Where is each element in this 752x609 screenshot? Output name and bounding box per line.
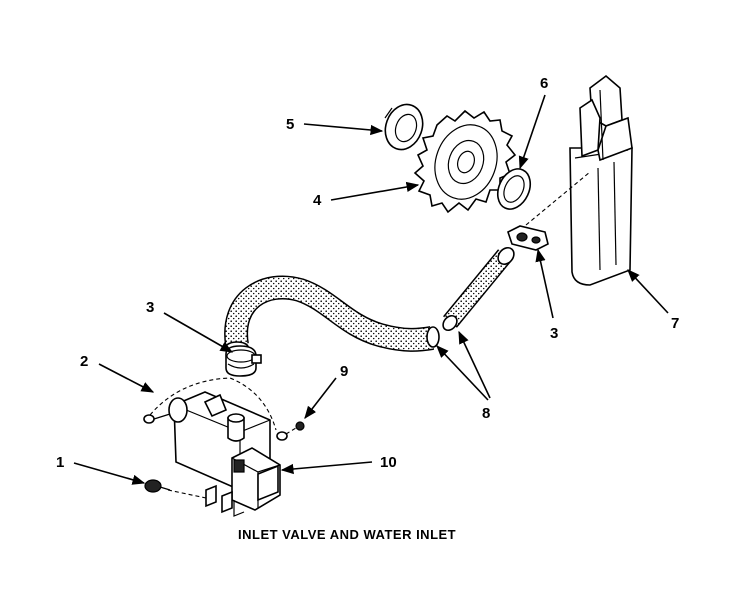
leader-7 xyxy=(627,269,669,314)
callout-3-upper: 3 xyxy=(550,325,558,342)
callout-10: 10 xyxy=(380,454,397,471)
callout-2: 2 xyxy=(80,353,88,370)
leader-10 xyxy=(280,461,373,475)
leader-5 xyxy=(303,123,384,136)
leader-1 xyxy=(73,462,146,485)
part-5-seal-ring xyxy=(384,103,424,151)
leader-2 xyxy=(98,363,155,393)
callout-7: 7 xyxy=(671,315,679,332)
part-4-seal-disk xyxy=(413,109,517,214)
leader-8a xyxy=(436,345,489,401)
part-3-lower-clamp xyxy=(225,345,262,377)
part-7-dispenser xyxy=(569,74,633,286)
callout-labels: 5 4 6 7 3 3 2 9 1 10 8 xyxy=(56,75,679,471)
leader-6 xyxy=(518,94,546,170)
leader-4 xyxy=(330,181,420,201)
part-10-inlet-valve xyxy=(168,391,281,517)
part-9-screw xyxy=(276,421,305,441)
part-2-bracket xyxy=(143,413,171,424)
callout-3-lower: 3 xyxy=(146,299,154,316)
part-8-long-hose xyxy=(224,275,440,353)
callout-4: 4 xyxy=(313,192,322,209)
callout-6: 6 xyxy=(540,75,548,92)
callout-9: 9 xyxy=(340,363,348,380)
part-6-washer xyxy=(496,168,532,210)
leader-3-upper xyxy=(535,248,554,319)
part-1-screw xyxy=(144,479,207,499)
leader-9 xyxy=(304,377,337,420)
leader-8b xyxy=(458,330,491,399)
callout-1: 1 xyxy=(56,454,64,471)
callout-8: 8 xyxy=(482,405,490,422)
part-3-upper-clamp xyxy=(507,225,549,251)
diagram-caption: INLET VALVE AND WATER INLET xyxy=(238,527,456,542)
part-8-short-hose xyxy=(442,246,515,332)
callout-5: 5 xyxy=(286,116,294,133)
leader-lines xyxy=(73,94,669,485)
leader-3-lower xyxy=(163,312,234,353)
